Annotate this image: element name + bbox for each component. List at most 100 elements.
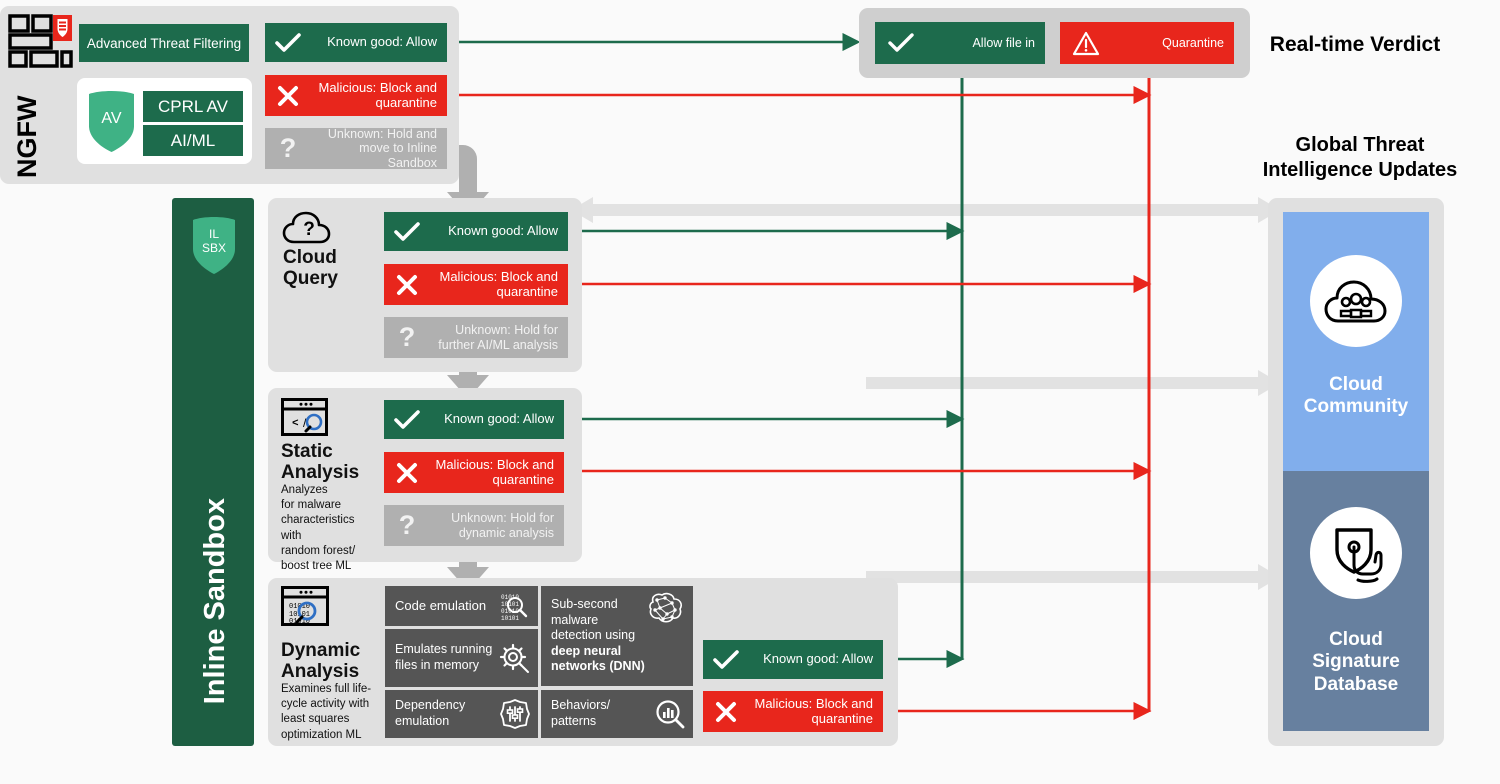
x-icon bbox=[384, 462, 430, 484]
dynamic-analysis-verdict-good[interactable]: Known good: Allow bbox=[703, 640, 883, 679]
cloud-signature-label: Cloud Signature Database bbox=[1283, 629, 1429, 696]
svg-text:01010: 01010 bbox=[501, 594, 519, 601]
advanced-threat-filtering-button[interactable]: Advanced Threat Filtering bbox=[79, 24, 249, 62]
gray-arrow-dynamic bbox=[866, 564, 1280, 590]
ngfw-verdict-bad-label: Malicious: Block and quarantine bbox=[318, 79, 438, 110]
ngfw-verdict-unknown-label: Unknown: Hold and move to Inline Sandbox bbox=[327, 126, 437, 170]
cloud-signature-card[interactable]: Cloud Signature Database bbox=[1283, 471, 1429, 731]
cloud-query-verdict-good[interactable]: Known good: Allow bbox=[384, 212, 568, 251]
ngfw-verdict-good-label: Known good: Allow bbox=[327, 34, 437, 50]
static-analysis-desc: Analyzes for malware characteristics wit… bbox=[281, 484, 356, 572]
dyn-tile-dnn[interactable]: Sub-second malware detection using deep … bbox=[541, 586, 693, 686]
cloud-signature-label-line2: Signature bbox=[1312, 651, 1400, 673]
brain-network-icon bbox=[645, 586, 693, 626]
static-analysis-verdict-good-label: Known good: Allow bbox=[444, 411, 554, 427]
gray-arrow-static bbox=[866, 370, 1280, 396]
dyn-tile-code-emulation-label: Code emulation bbox=[395, 597, 487, 613]
ngfw-verdict-good[interactable]: Known good: Allow bbox=[265, 23, 447, 62]
svg-text:01010: 01010 bbox=[501, 608, 519, 615]
cloud-query-verdict-bad-label: Malicious: Block and quarantine bbox=[439, 268, 559, 299]
dyn-tile-dependency-emulation[interactable]: Dependency emulation bbox=[385, 690, 538, 738]
check-icon bbox=[384, 409, 430, 430]
global-threat-heading-line1: Global Threat bbox=[1295, 134, 1425, 156]
dynamic-analysis-verdict-good-label: Known good: Allow bbox=[763, 651, 873, 667]
dyn-tile-behaviors-patterns-label: Behaviors/ patterns bbox=[551, 698, 611, 728]
cloud-query-title-line1: Cloud bbox=[283, 247, 337, 268]
dyn-tile-dependency-emulation-label: Dependency emulation bbox=[395, 698, 466, 728]
ngfw-label: NGFW bbox=[12, 95, 42, 178]
dyn-tile-behaviors-patterns[interactable]: Behaviors/ patterns bbox=[541, 690, 693, 738]
static-analysis-title-line2: Analysis bbox=[281, 462, 360, 484]
il-sbx-badge-line2: SBX bbox=[201, 241, 226, 255]
quarantine-chip[interactable]: Quarantine bbox=[1060, 22, 1234, 64]
dyn-tile-emulates-memory[interactable]: Emulates running files in memory bbox=[385, 629, 538, 687]
check-icon bbox=[703, 649, 749, 670]
allow-file-in-chip[interactable]: Allow file in bbox=[875, 22, 1045, 64]
cloud-community-label: Cloud Community bbox=[1283, 374, 1429, 419]
question-icon: ? bbox=[279, 133, 297, 163]
firewall-shield-icon bbox=[8, 12, 73, 70]
static-analysis-title-line1: Static bbox=[281, 441, 333, 462]
dnn-bold: deep neural networks (DNN) bbox=[551, 643, 645, 674]
dyn-tile-code-emulation[interactable]: Code emulation 01010 10101 01010 10101 bbox=[385, 586, 538, 626]
static-analysis-verdict-unknown[interactable]: ? Unknown: Hold for dynamic analysis bbox=[384, 505, 564, 546]
av-shield-label: AV bbox=[101, 110, 122, 127]
cloud-question-icon: ? bbox=[282, 211, 331, 245]
check-icon bbox=[875, 33, 927, 53]
cloud-signature-icon-bg bbox=[1310, 507, 1402, 599]
x-icon bbox=[384, 274, 430, 296]
question-icon: ? bbox=[398, 322, 416, 352]
warning-triangle-icon bbox=[1060, 31, 1112, 56]
cloud-query-verdict-bad[interactable]: Malicious: Block and quarantine bbox=[384, 264, 568, 305]
check-icon bbox=[265, 32, 311, 53]
cloud-query-verdict-good-label: Known good: Allow bbox=[448, 223, 558, 239]
settings-sliders-icon bbox=[500, 699, 538, 729]
static-analysis-verdict-bad[interactable]: Malicious: Block and quarantine bbox=[384, 452, 564, 493]
static-analysis-verdict-good[interactable]: Known good: Allow bbox=[384, 400, 564, 439]
cloud-query-verdict-unknown[interactable]: ? Unknown: Hold for further AI/ML analys… bbox=[384, 317, 568, 358]
binary-magnifier-icon: 01010 10101 01010 10101 bbox=[500, 591, 538, 622]
dynamic-analysis-verdict-bad[interactable]: Malicious: Block and quarantine bbox=[703, 691, 883, 732]
ngfw-verdict-unknown[interactable]: ? Unknown: Hold and move to Inline Sandb… bbox=[265, 126, 447, 170]
binary-magnifier-icon: 01010 10101 01010 bbox=[281, 586, 329, 626]
dnn-prefix: Sub-second malware detection using bbox=[551, 596, 636, 643]
cloud-people-icon bbox=[1324, 279, 1388, 325]
cloud-signature-label-line3: Database bbox=[1313, 673, 1399, 695]
il-sbx-badge-line1: IL bbox=[208, 227, 219, 241]
ngfw-verdict-bad[interactable]: Malicious: Block and quarantine bbox=[265, 75, 447, 116]
static-analysis-verdict-unknown-label: Unknown: Hold for dynamic analysis bbox=[451, 511, 554, 540]
quarantine-label: Quarantine bbox=[1162, 35, 1224, 50]
svg-text:10101: 10101 bbox=[501, 615, 519, 622]
allow-file-in-label: Allow file in bbox=[972, 35, 1035, 50]
inline-sandbox-rail bbox=[172, 198, 254, 746]
svg-text:?: ? bbox=[303, 219, 315, 240]
svg-text:01010: 01010 bbox=[289, 618, 310, 626]
code-magnifier-icon: < / bbox=[281, 398, 328, 436]
cloud-community-label-line2: Community bbox=[1303, 396, 1409, 418]
global-threat-heading-line2: Intelligence Updates bbox=[1262, 159, 1458, 181]
cloud-query-title-line2: Query bbox=[283, 268, 338, 290]
cloud-community-label-line1: Cloud bbox=[1329, 374, 1383, 395]
cloud-community-card[interactable]: Cloud Community bbox=[1283, 212, 1429, 471]
dynamic-analysis-title-line2: Analysis bbox=[281, 661, 360, 683]
svg-text:/: / bbox=[303, 416, 307, 430]
cprl-av-button[interactable]: CPRL AV bbox=[143, 91, 243, 122]
cloud-signature-label-line1: Cloud bbox=[1329, 629, 1383, 650]
inline-sandbox-label: Inline Sandbox bbox=[199, 498, 231, 705]
dyn-tile-emulates-memory-label: Emulates running files in memory bbox=[395, 642, 493, 672]
chart-magnifier-icon bbox=[655, 699, 693, 729]
cloud-community-icon-bg bbox=[1310, 255, 1402, 347]
check-icon bbox=[384, 221, 430, 242]
av-shield-icon: AV bbox=[88, 90, 135, 153]
il-sbx-badge: IL SBX bbox=[192, 216, 236, 274]
aiml-button[interactable]: AI/ML bbox=[143, 125, 243, 156]
cloud-query-verdict-unknown-label: Unknown: Hold for further AI/ML analysis bbox=[438, 323, 558, 352]
dynamic-analysis-title-line1: Dynamic bbox=[281, 640, 361, 661]
x-icon bbox=[265, 85, 311, 107]
dynamic-analysis-title: Dynamic Analysis bbox=[281, 640, 360, 683]
svg-text:10101: 10101 bbox=[501, 601, 519, 608]
gray-arrow-cloud-query bbox=[571, 197, 1280, 223]
x-icon bbox=[703, 701, 749, 723]
realtime-verdict-heading: Real-time Verdict bbox=[1269, 33, 1441, 56]
cloud-query-title: Cloud Query bbox=[283, 247, 338, 290]
